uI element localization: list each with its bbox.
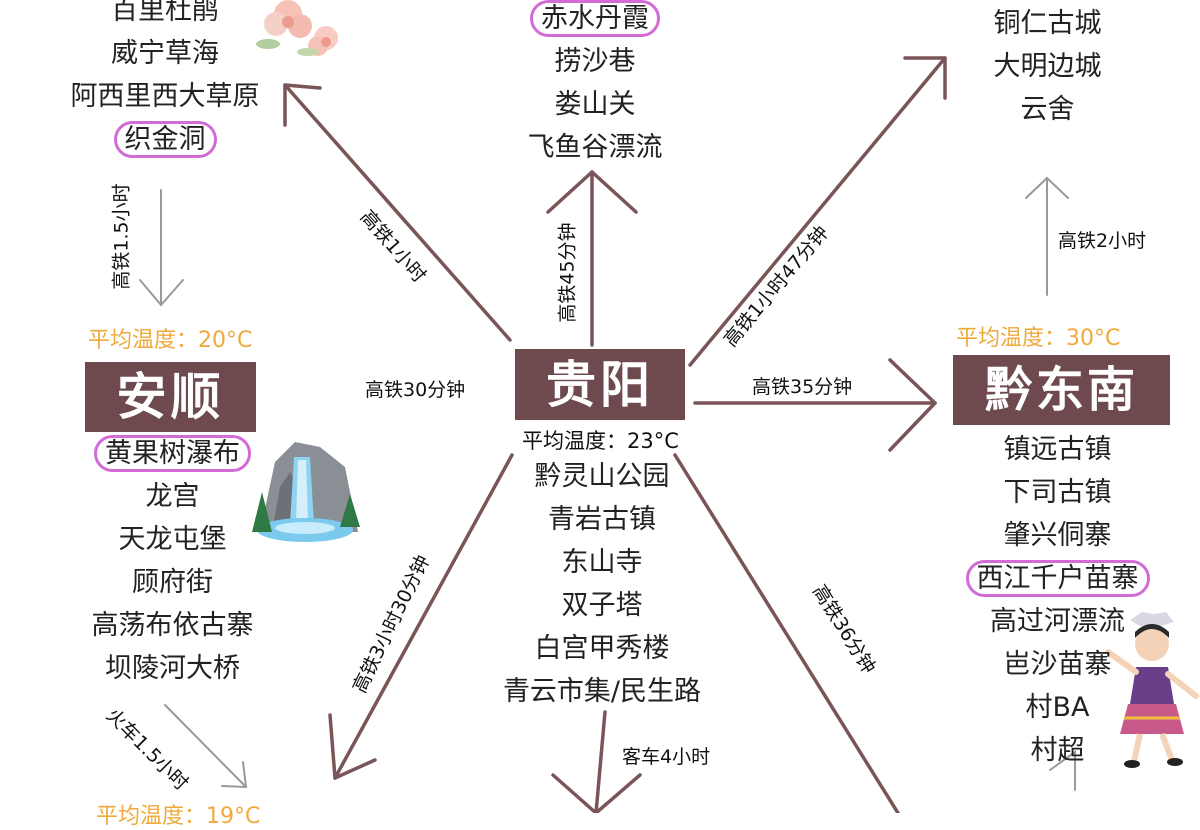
- route-label-to-south: 客车4小时: [622, 746, 711, 768]
- spot-item: 威宁草海: [111, 38, 219, 69]
- arrowhead-southwest: [328, 713, 377, 780]
- arrow-to-tongren: [688, 56, 947, 367]
- city-name-guiyang: 贵阳: [546, 355, 654, 414]
- spot-item: 白宫甲秀楼: [534, 633, 670, 664]
- spot-list-guiyang: 黔灵山公园 青岩古镇 东山寺 双子塔 白宫甲秀楼 青云市集/民生路: [492, 455, 712, 713]
- waterfall-decoration: [252, 442, 360, 542]
- route-label-qiandongnan-to-tongren: 高铁2小时: [1058, 230, 1147, 252]
- arrow-qiandongnan-bottomright: [1049, 750, 1076, 791]
- arrow-to-southwest: [333, 453, 514, 780]
- temperature-qiandongnan: 平均温度：30°C: [956, 326, 1121, 351]
- temperature-guiyang: 平均温度：23°C: [522, 429, 679, 453]
- spot-item: 天龙屯堡: [118, 524, 227, 555]
- spot-item: 青云市集/民生路: [502, 676, 702, 707]
- route-label-to-qiandongnan: 高铁35分钟: [752, 376, 853, 398]
- arrowhead-qiandongnan-tongren: [1025, 176, 1069, 199]
- spot-item: 下司古镇: [1003, 477, 1112, 508]
- arrowhead-qiandongnan: [888, 358, 937, 452]
- city-name-anshun: 安顺: [116, 367, 225, 426]
- arrow-to-bijie: [283, 83, 512, 342]
- spot-item: 高荡布依古寨: [91, 610, 254, 641]
- spot-item: 镇远古镇: [1003, 434, 1112, 465]
- arrow-anshun-to-south: [164, 704, 247, 788]
- spot-list-top-left: 百里杜鹃 威宁草海 阿西里西大草原 织金洞: [45, 0, 285, 161]
- highlighted-spot: 西江千户苗寨: [965, 560, 1150, 597]
- city-box-anshun: 安顺: [85, 362, 256, 432]
- route-label-to-anshun: 高铁30分钟: [365, 379, 466, 401]
- spot-list-top-center: 赤水丹霞 捞沙巷 娄山关 飞鱼谷漂流: [485, 0, 705, 169]
- city-box-qiandongnan: 黔东南: [953, 355, 1170, 425]
- city-box-guiyang: 贵阳: [515, 349, 685, 420]
- arrowhead-anshun-south: [221, 761, 248, 789]
- flower-decoration: [256, 0, 338, 56]
- spot-item: 云舍: [1020, 94, 1075, 125]
- spot-item: 村BA: [1025, 692, 1090, 723]
- arrowhead-bijie: [283, 83, 322, 127]
- spot-item: 黄果树瀑布: [60, 432, 285, 475]
- spot-item: 村超: [1030, 735, 1085, 766]
- spot-item: 双子塔: [561, 590, 643, 621]
- temperature-bottom-left: 平均温度：19°C: [96, 804, 261, 829]
- spot-item: 娄山关: [554, 89, 636, 120]
- spot-item: 大明边城: [993, 51, 1102, 82]
- spot-item: 阿西里西大草原: [70, 81, 260, 112]
- arrow-to-south: [594, 710, 607, 813]
- route-label-bijie-to-anshun: 高铁1.5小时: [110, 183, 133, 290]
- spot-list-top-right: 铜仁古城 大明边城 云舍: [960, 2, 1135, 131]
- spot-list-qiandongnan: 镇远古镇 下司古镇 肇兴侗寨 西江千户苗寨 高过河漂流 岜沙苗寨 村BA 村超: [945, 428, 1170, 772]
- arrowhead-bijie-anshun: [139, 279, 184, 307]
- route-label-to-zunyi: 高铁45分钟: [556, 222, 579, 323]
- spot-item: 织金洞: [45, 118, 285, 161]
- arrowhead-south: [551, 773, 642, 813]
- highlighted-spot: 黄果树瀑布: [94, 435, 251, 472]
- miao-girl-decoration: [1105, 612, 1199, 768]
- spot-item: 青岩古镇: [548, 504, 656, 535]
- route-arrows: [139, 56, 1076, 813]
- highlighted-spot: 赤水丹霞: [530, 0, 660, 37]
- arrowhead-zunyi: [546, 170, 638, 214]
- spot-item: 岜沙苗寨: [1003, 649, 1112, 680]
- spot-item: 肇兴侗寨: [1003, 520, 1112, 551]
- spot-item: 龙宫: [145, 481, 200, 512]
- spot-item: 顾府街: [132, 567, 213, 598]
- spot-item: 黔灵山公园: [534, 461, 670, 492]
- spot-item: 高过河漂流: [990, 606, 1125, 637]
- arrowhead-tongren: [903, 56, 947, 100]
- spot-item: 飞鱼谷漂流: [527, 132, 663, 163]
- spot-item: 赤水丹霞: [485, 0, 705, 40]
- spot-list-anshun: 黄果树瀑布 龙宫 天龙屯堡 顾府街 高荡布依古寨 坝陵河大桥: [60, 432, 285, 690]
- spot-item: 东山寺: [561, 547, 643, 578]
- travel-mind-map: 贵阳 平均温度：23°C 黔灵山公园 青岩古镇 东山寺 双子塔 白宫甲秀楼 青云…: [45, 0, 1199, 829]
- highlighted-spot: 织金洞: [113, 121, 217, 158]
- spot-item: 坝陵河大桥: [105, 653, 240, 684]
- spot-item: 铜仁古城: [993, 8, 1102, 39]
- spot-item: 西江千户苗寨: [945, 557, 1170, 600]
- spot-item: 百里杜鹃: [111, 0, 219, 26]
- spot-item: 捞沙巷: [554, 46, 636, 77]
- city-name-qiandongnan: 黔东南: [984, 362, 1138, 418]
- temperature-anshun: 平均温度：20°C: [88, 328, 253, 353]
- arrow-to-southeast: [673, 453, 900, 813]
